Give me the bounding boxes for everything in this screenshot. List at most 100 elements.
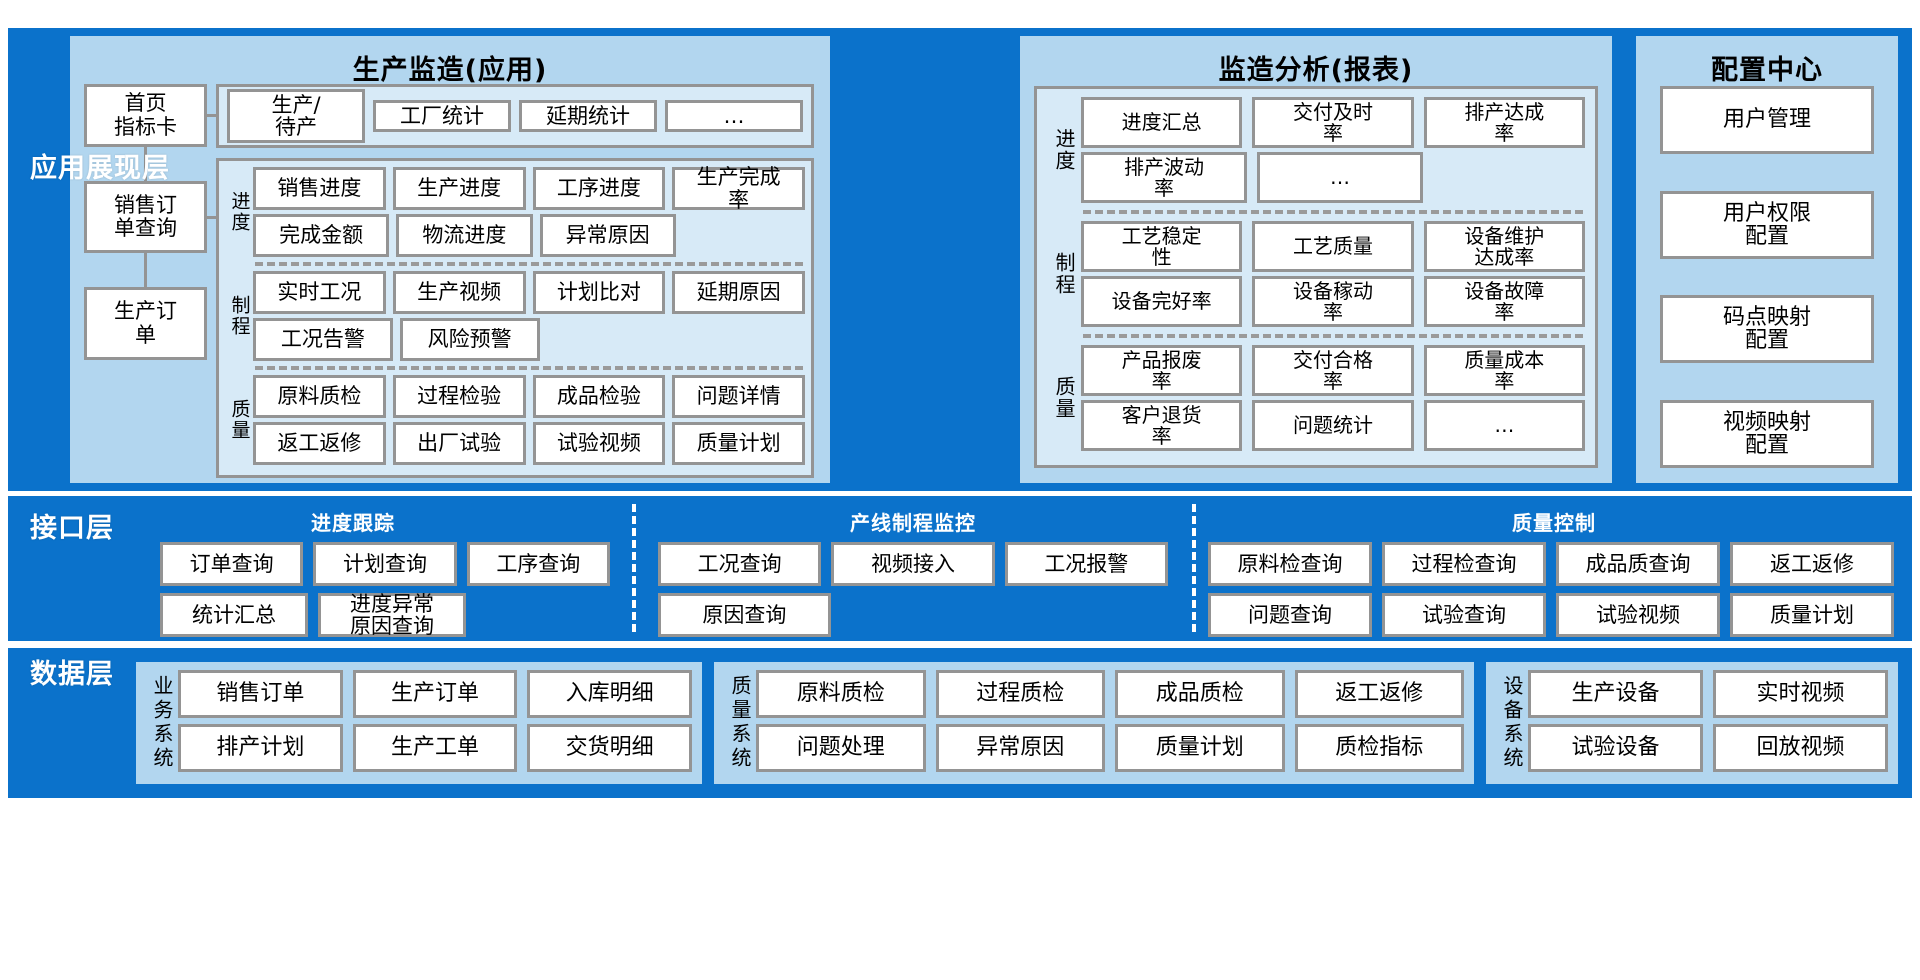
report-box-more[interactable]: … [1257,152,1423,203]
report-box[interactable]: 工艺质量 [1252,221,1414,272]
api-box[interactable]: 试验视频 [1556,593,1720,637]
data-box[interactable]: 回放视频 [1713,724,1888,772]
data-box[interactable]: 过程质检 [935,670,1105,718]
report-box[interactable]: 排产波动 率 [1081,152,1247,203]
report-box[interactable]: 问题统计 [1252,400,1414,451]
data-box[interactable]: 交货明细 [527,724,693,772]
feature-box[interactable]: 物流进度 [396,214,533,257]
config-item-code-point-mapping[interactable]: 码点映射 配置 [1660,295,1874,364]
feature-box[interactable]: 延期原因 [672,271,805,314]
api-row: 原料检查询 过程检查询 成品质查询 返工返修 [1208,542,1894,586]
report-box[interactable]: 交付及时 率 [1252,97,1414,148]
data-box[interactable]: 入库明细 [527,670,693,718]
data-row: 排产计划 生产工单 交货明细 [178,724,693,772]
data-box[interactable]: 成品质检 [1115,670,1285,718]
report-box-more[interactable]: … [1423,400,1585,451]
data-box[interactable]: 生产订单 [352,670,518,718]
feature-box[interactable]: 实时工况 [253,271,386,314]
section-divider [1083,210,1583,214]
api-box[interactable]: 成品质查询 [1556,542,1720,586]
feature-box[interactable]: 生产进度 [392,167,526,210]
feature-box[interactable]: 计划比对 [532,271,666,314]
row-spacer [679,318,805,361]
feature-box[interactable]: 延期统计 [519,99,657,133]
feature-box[interactable]: 试验视频 [532,422,666,465]
feature-box[interactable]: 工厂统计 [373,99,511,133]
data-box[interactable]: 原料质检 [756,670,926,718]
data-box[interactable]: 问题处理 [756,724,926,772]
feature-box[interactable]: 生产完成 率 [672,166,805,211]
api-box[interactable]: 工序查询 [466,542,610,586]
api-box[interactable]: 质量计划 [1730,593,1894,637]
feature-box[interactable]: 销售进度 [253,167,386,210]
feature-box[interactable]: 出厂试验 [392,422,526,465]
data-box[interactable]: 质检指标 [1294,724,1464,772]
api-box[interactable]: 原料检查询 [1208,542,1372,586]
data-box[interactable]: 销售订单 [178,670,343,718]
feature-box[interactable]: 返工返修 [253,422,386,465]
report-box[interactable]: 客户退货 率 [1081,400,1243,451]
api-box[interactable]: 问题查询 [1208,593,1372,637]
report-box[interactable]: 设备维护 达成率 [1423,221,1585,272]
feature-box[interactable]: 成品检验 [532,375,666,418]
report-section-process: 制程 工艺稳定 性 工艺质量 设备维护 达成率 设备完好率 设备稼动 率 设备故… [1047,221,1585,327]
api-box[interactable]: 试验查询 [1382,593,1546,637]
report-section-label-process: 制程 [1052,252,1076,296]
nav-item-production-order[interactable]: 生产订 单 [84,287,207,360]
api-box[interactable]: 计划查询 [313,542,457,586]
feature-box[interactable]: 异常原因 [539,214,676,257]
feature-box[interactable]: 过程检验 [392,375,526,418]
config-item-video-mapping[interactable]: 视频映射 配置 [1660,399,1874,468]
api-box[interactable]: 订单查询 [160,542,304,586]
report-box[interactable]: 排产达成 率 [1423,97,1585,148]
api-box[interactable]: 工况报警 [1004,542,1168,586]
api-box[interactable]: 工况查询 [658,542,822,586]
feature-box[interactable]: 工况告警 [253,318,393,361]
feature-box[interactable]: 问题详情 [672,375,805,418]
feature-box[interactable]: 风险预警 [399,318,540,361]
report-box[interactable]: 设备稼动 率 [1252,276,1414,327]
section-row: 设备完好率 设备稼动 率 设备故障 率 [1081,276,1585,327]
data-box[interactable]: 实时视频 [1713,670,1888,718]
data-box[interactable]: 试验设备 [1528,724,1703,772]
feature-box-more[interactable]: … [665,99,803,133]
nav-item-home-card[interactable]: 首页 指标卡 [84,84,207,147]
feature-box[interactable]: 工序进度 [532,167,666,210]
report-box[interactable]: 进度汇总 [1081,97,1243,148]
data-box[interactable]: 返工返修 [1294,670,1464,718]
api-box[interactable]: 过程检查询 [1382,542,1546,586]
nav-item-sales-order-query[interactable]: 销售订 单查询 [84,181,207,253]
data-box[interactable]: 排产计划 [178,724,343,772]
feature-box[interactable]: 生产/ 待产 [227,88,365,144]
data-box[interactable]: 异常原因 [935,724,1105,772]
report-box[interactable]: 设备完好率 [1081,276,1243,327]
report-box[interactable]: 产品报废 率 [1081,345,1243,396]
api-group-title: 进度跟踪 [311,511,395,535]
api-group-title: 产线制程监控 [850,511,976,535]
config-item-user-management[interactable]: 用户管理 [1660,86,1874,154]
data-box[interactable]: 质量计划 [1115,724,1285,772]
data-box[interactable]: 生产工单 [352,724,518,772]
data-layer: 数据层 业务系统 销售订单 生产订单 入库明细 排产计划 生产工单 交货明细 质… [8,648,1912,798]
feature-box[interactable]: 原料质检 [253,375,386,418]
data-group-label-quality: 质量系统 [728,675,752,771]
report-box[interactable]: 交付合格 率 [1252,345,1414,396]
api-row: 统计汇总 进度异常 原因查询 [160,593,610,637]
feature-box[interactable]: 生产视频 [392,271,526,314]
api-box[interactable]: 进度异常 原因查询 [318,593,466,637]
api-row: 工况查询 视频接入 工况报警 [658,542,1168,586]
config-item-user-permission[interactable]: 用户权限 配置 [1660,190,1874,259]
api-box[interactable]: 视频接入 [831,542,995,586]
data-box[interactable]: 生产设备 [1528,670,1703,718]
section-row: 排产波动 率 … [1081,152,1585,203]
api-box[interactable]: 返工返修 [1730,542,1894,586]
feature-box[interactable]: 质量计划 [672,422,805,465]
section-row: 进度汇总 交付及时 率 排产达成 率 [1081,97,1585,148]
api-box[interactable]: 统计汇总 [160,593,308,637]
report-box[interactable]: 质量成本 率 [1423,345,1585,396]
report-box[interactable]: 设备故障 率 [1423,276,1585,327]
connector-vertical-main [144,147,147,181]
api-box[interactable]: 原因查询 [658,593,831,637]
feature-box[interactable]: 完成金额 [253,214,390,257]
report-box[interactable]: 工艺稳定 性 [1081,221,1243,272]
